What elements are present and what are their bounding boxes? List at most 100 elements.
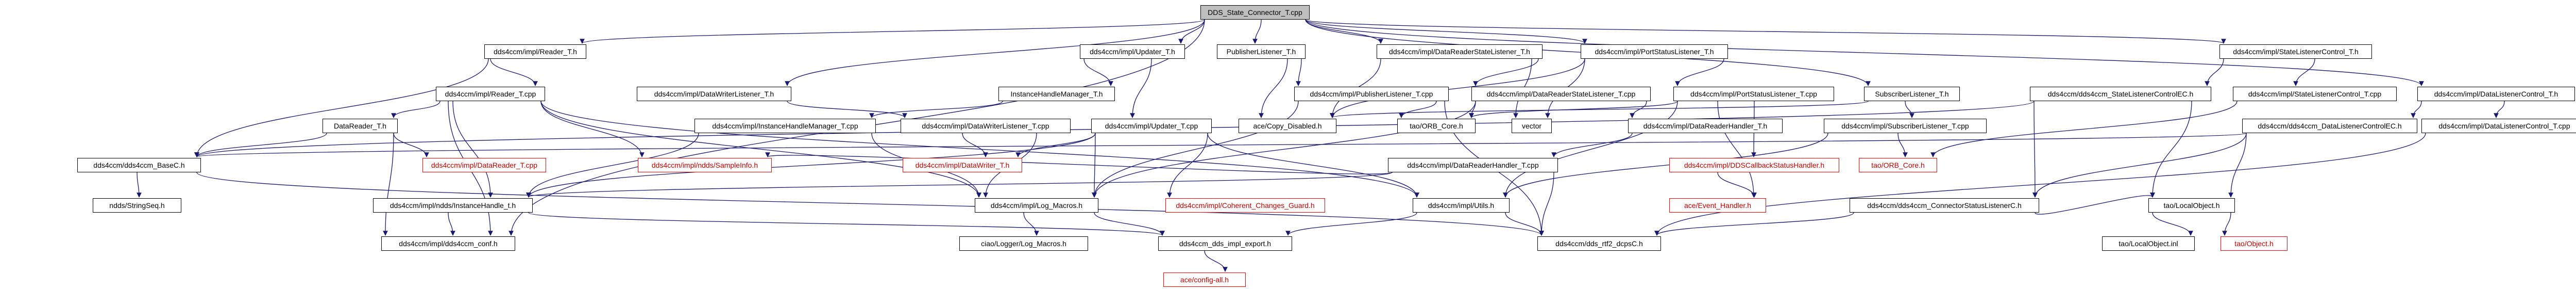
graph-edge-csl_c--localobject (2035, 192, 2155, 215)
graph-node-psl_cpp[interactable]: dds4ccm/impl/PortStatusListener_T.cpp (1673, 87, 1834, 101)
graph-edge-subl_cpp--utils (1503, 133, 1828, 198)
graph-node-reader_h[interactable]: dds4ccm/impl/Reader_T.h (484, 44, 586, 59)
graph-node-event_handler[interactable]: ace/Event_Handler.h (1669, 198, 1766, 213)
graph-edge-drh_cpp--dcpsc (1539, 172, 1554, 236)
graph-edge-drh_cpp--sampleinfo (765, 152, 1393, 174)
graph-node-conf[interactable]: dds4ccm/impl/dds4ccm_conf.h (381, 236, 515, 251)
graph-node-datawriter_h[interactable]: dds4ccm/impl/DataWriter_T.h (903, 158, 1022, 172)
graph-node-dcpsc[interactable]: dds4ccm/dds_rtf2_dcpsC.h (1537, 236, 1661, 251)
graph-edge-drsl_cpp--drh_h (1630, 101, 1647, 118)
graph-edge-drsl_cpp--logmacros (1092, 101, 1476, 198)
graph-edge-root--updater_h (1178, 19, 1205, 44)
graph-node-drh_h[interactable]: dds4ccm/impl/DataReaderHandler_T.h (1628, 119, 1783, 133)
graph-node-vector[interactable]: vector (1512, 119, 1552, 133)
graph-node-dlc_h[interactable]: dds4ccm/impl/DataListenerControl_T.h (2417, 87, 2575, 101)
graph-node-updater_cpp[interactable]: dds4ccm/impl/Updater_T.cpp (1091, 119, 1212, 133)
graph-edge-psl_h--psl_cpp (1675, 58, 1724, 86)
graph-edge-publisher_h--copy_disabled (1259, 58, 1288, 118)
graph-edge-dlc_cpp--dcpsc (1654, 133, 2426, 236)
graph-edge-dlcEC_h--csl_c (2032, 133, 2247, 198)
graph-node-copy_disabled[interactable]: ace/Copy_Disabled.h (1239, 119, 1336, 133)
graph-node-slc_h[interactable]: dds4ccm/impl/StateListenerControl_T.h (2219, 44, 2372, 59)
graph-edge-slcEC_h--localobject (2150, 101, 2192, 198)
graph-node-dwl_h[interactable]: dds4ccm/impl/DataWriterListener_T.h (637, 87, 791, 101)
graph-node-dlc_cpp[interactable]: dds4ccm/impl/DataListenerControl_T.cpp (2421, 119, 2576, 133)
graph-node-datareader_h[interactable]: DataReader_T.h (323, 119, 398, 133)
graph-node-reader_cpp[interactable]: dds4ccm/impl/Reader_T.cpp (436, 87, 545, 101)
graph-node-sampleinfo[interactable]: dds4ccm/impl/ndds/SampleInfo.h (638, 158, 772, 172)
graph-node-orb_core2[interactable]: tao/ORB_Core.h (1859, 158, 1937, 172)
graph-edge-logmacros--export_h (1094, 212, 1165, 236)
graph-edge-logmacros--ciao_log (1023, 212, 1039, 236)
graph-edge-dwl_cpp--datawriter_h (962, 133, 988, 157)
graph-node-ihm_cpp[interactable]: dds4ccm/impl/InstanceHandleManager_T.cpp (694, 119, 876, 133)
graph-edge-subl_h--copy_disabled (1330, 101, 1869, 118)
graph-node-dlcEC_h[interactable]: dds4ccm/dds4ccm_DataListenerControlEC.h (2242, 119, 2417, 133)
graph-node-basec[interactable]: dds4ccm/dds4ccm_BaseC.h (77, 158, 201, 172)
graph-edge-slc_cpp--orb_core2 (1930, 101, 2238, 157)
graph-node-ddscallback[interactable]: dds4ccm/impl/DDSCallbackStatusHandler.h (1669, 158, 1839, 172)
graph-edge-root--psl_h (1305, 19, 1587, 44)
graph-edge-drsl_h--drsl_cpp (1473, 58, 1539, 86)
graph-edge-reader_cpp--logmacros (540, 101, 981, 198)
graph-edge-reader_cpp--instancehandle (452, 101, 493, 198)
graph-node-coherent[interactable]: dds4ccm/impl/Coherent_Changes_Guard.h (1165, 198, 1325, 213)
graph-node-stringseq[interactable]: ndds/StringSeq.h (93, 198, 181, 213)
graph-edge-subl_h--subl_cpp (1905, 101, 1914, 118)
graph-edge-psl_cpp--event_handler (1717, 101, 1756, 198)
graph-edge-utils--dcpsc (1505, 212, 1544, 236)
graph-edge-root--dlc_h (1305, 19, 2424, 86)
graph-node-datareader_cpp[interactable]: dds4ccm/impl/DataReader_T.cpp (422, 158, 546, 172)
graph-node-updater_h[interactable]: dds4ccm/impl/Updater_T.h (1080, 44, 1185, 59)
graph-node-slcEC_h[interactable]: dds4ccm/dds4ccm_StateListenerControlEC.h (2030, 87, 2211, 101)
graph-edge-ihm_h--ihm_cpp (869, 101, 1003, 118)
graph-node-instancehandle[interactable]: dds4ccm/impl/ndds/InstanceHandle_t.h (373, 198, 533, 213)
graph-edge-reader_h--basec (194, 58, 489, 157)
graph-node-export_h[interactable]: dds4ccm_dds_impl_export.h (1158, 236, 1292, 251)
graph-node-drsl_h[interactable]: dds4ccm/impl/DataReaderStateListener_T.h (1377, 44, 1543, 59)
graph-edge-slc_h--slc_cpp (2293, 58, 2315, 86)
graph-node-subl_cpp[interactable]: dds4ccm/impl/SubscriberListener_T.cpp (1824, 119, 1987, 133)
graph-edge-reader_cpp--utils (540, 101, 1419, 198)
graph-node-publisher_h[interactable]: PublisherListener_T.h (1217, 44, 1306, 59)
graph-edge-root--publisher_h (1252, 19, 1262, 44)
graph-node-root[interactable]: DDS_State_Connector_T.cpp (1200, 5, 1310, 20)
graph-edge-localobject--localobject_inl (2152, 212, 2193, 236)
graph-edge-basec--dcpsc (196, 172, 1544, 236)
graph-edge-psl_h--copy_disabled (1330, 58, 1585, 118)
graph-edge-datareader_h--datareader_cpp (393, 133, 429, 157)
graph-edge-updater_cpp--coherent (1167, 133, 1208, 198)
graph-edge-csl_c--dcpsc (1654, 212, 1854, 236)
graph-edge-datareader_h--conf (383, 133, 394, 236)
graph-edge-dlcEC_h--basec (195, 133, 2247, 157)
graph-edge-pl_cpp--logmacros (1092, 101, 1299, 198)
graph-node-subl_h[interactable]: SubscriberListener_T.h (1864, 87, 1960, 101)
graph-node-localobject_inl[interactable]: tao/LocalObject.inl (2102, 236, 2195, 251)
graph-edge-dlc_h--dlcEC_h (2411, 101, 2422, 118)
graph-node-logmacros[interactable]: dds4ccm/impl/Log_Macros.h (975, 198, 1098, 213)
graph-edge-basec--stringseq (137, 172, 142, 198)
graph-node-ciao_log[interactable]: ciao/Logger/Log_Macros.h (959, 236, 1088, 251)
graph-node-psl_h[interactable]: dds4ccm/impl/PortStatusListener_T.h (1581, 44, 1728, 59)
graph-edge-export_h--config_all (1204, 250, 1228, 272)
graph-edge-instancehandle--export_h (528, 212, 1165, 236)
graph-node-object_h[interactable]: tao/Object.h (2221, 236, 2287, 251)
graph-node-csl_c[interactable]: dds4ccm/dds4ccm_ConnectorStatusListenerC… (1850, 198, 2039, 213)
graph-edge-drh_h--drh_cpp (1551, 133, 1633, 157)
graph-edge-updater_h--updater_cpp (1130, 58, 1152, 118)
graph-node-pl_cpp[interactable]: dds4ccm/impl/PublisherListener_T.cpp (1294, 87, 1449, 101)
graph-edge-reader_cpp--datareader_h (391, 101, 440, 118)
graph-edge-psl_cpp--orb_core1 (1469, 101, 1678, 118)
graph-node-ihm_h[interactable]: InstanceHandleManager_T.h (998, 87, 1115, 101)
graph-node-slc_cpp[interactable]: dds4ccm/impl/StateListenerControl_T.cpp (2233, 87, 2397, 101)
graph-node-orb_core1[interactable]: tao/ORB_Core.h (1397, 119, 1476, 133)
graph-node-localobject[interactable]: tao/LocalObject.h (2148, 198, 2235, 213)
graph-edge-slc_h--slcEC_h (2205, 58, 2224, 86)
graph-node-config_all[interactable]: ace/config-all.h (1163, 272, 1246, 287)
graph-node-drh_cpp[interactable]: dds4ccm/impl/DataReaderHandler_T.cpp (1388, 158, 1558, 172)
graph-node-drsl_cpp[interactable]: dds4ccm/impl/DataReaderStateListener_T.c… (1471, 87, 1651, 101)
graph-node-utils[interactable]: dds4ccm/impl/Utils.h (1413, 198, 1510, 213)
graph-node-dwl_cpp[interactable]: dds4ccm/impl/DataWriterListener_T.cpp (901, 119, 1071, 133)
graph-edge-dlcEC_h--localobject (2228, 133, 2247, 198)
